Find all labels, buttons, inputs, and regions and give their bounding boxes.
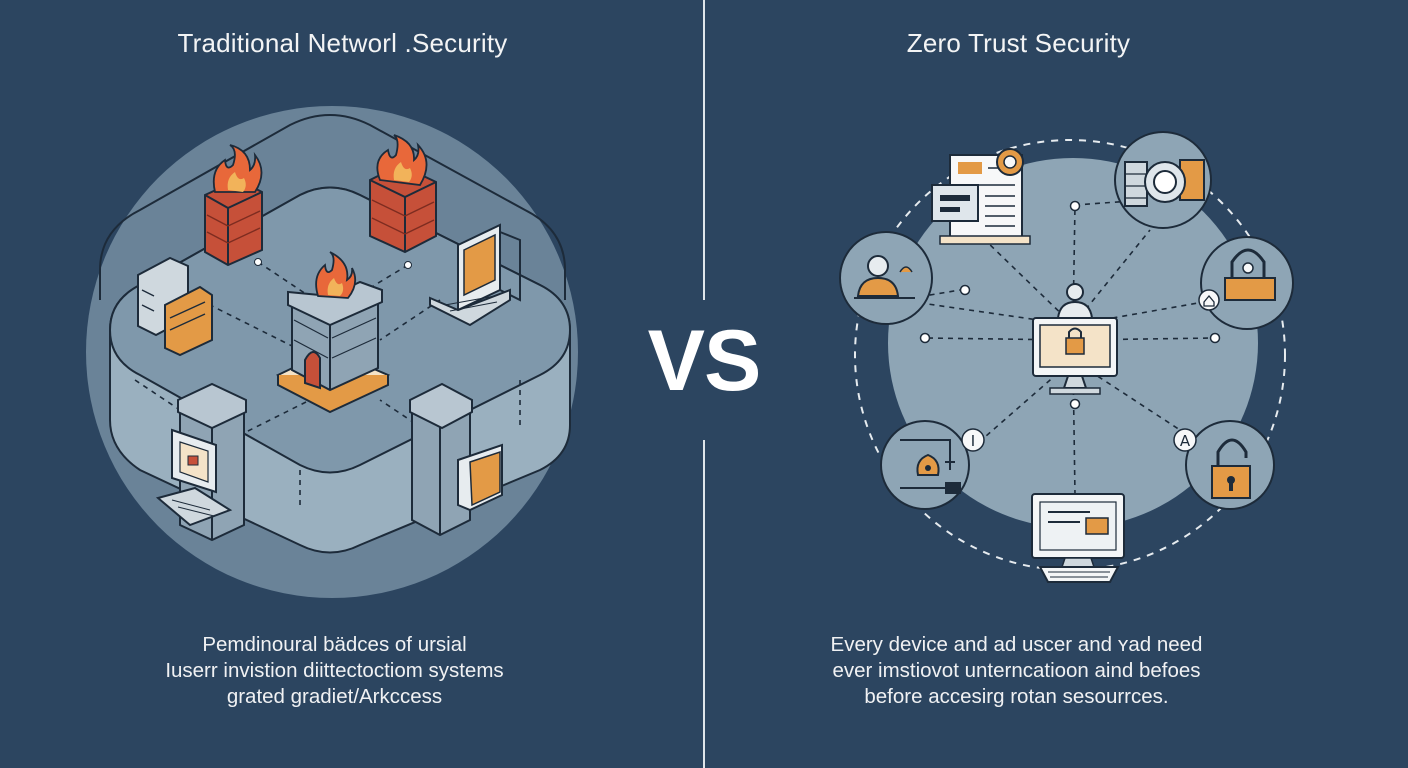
description-line: Pemdinoural bädces of ursial: [202, 633, 467, 656]
description-line: grated gradiet/Arkccess: [226, 685, 443, 708]
traditional-security-description: Pemdinoural bädces of ursial Iuserr invi…: [0, 632, 686, 710]
firewall-icon: [204, 144, 263, 267]
description-line: Iuserr invistion diittectoctiom systems: [165, 659, 504, 682]
document-icon: [931, 148, 1031, 245]
user-node-icon: [839, 231, 933, 325]
description-line: Every device and ad uscer and ʏad need: [830, 633, 1203, 656]
monitor-icon: [1031, 493, 1125, 583]
traditional-security-title: Traditional Networl .Security: [177, 28, 508, 58]
laptop-icon: [429, 223, 521, 327]
divider-bottom: [703, 440, 705, 768]
firewall-icon: [369, 134, 437, 254]
server-icon: [137, 256, 213, 357]
description-line: ever imstiovot unterncatioon aind befoes: [832, 659, 1201, 682]
perimeter-network-illustration: [86, 106, 578, 598]
divider-top: [703, 0, 705, 300]
node-badge: A: [1180, 432, 1191, 450]
vs-label: VS: [647, 313, 762, 409]
padlock-node-icon: A: [1173, 420, 1275, 510]
castle-tower-icon: [275, 251, 391, 414]
zero-trust-description: Every device and ad uscer and ʏad need e…: [665, 632, 1368, 710]
zero-trust-panel: Zero Trust Security Every device and ad …: [705, 0, 1408, 768]
lock-node-icon: [1198, 236, 1294, 330]
camera-node-icon: [1114, 131, 1212, 229]
access-lock-node-icon: I: [880, 420, 985, 510]
desktop-computer-icon: [155, 428, 233, 527]
zero-trust-illustration: I A: [839, 131, 1294, 583]
description-line: before accesirg rotan sesourrces.: [864, 685, 1169, 708]
central-workstation-icon: [1032, 283, 1118, 395]
outer-shield: [99, 114, 566, 300]
gate-tower-icon: [409, 382, 503, 537]
node-badge: I: [971, 432, 975, 450]
zero-trust-title: Zero Trust Security: [906, 28, 1131, 58]
traditional-security-panel: Traditional Networl .Security Pemdinoura…: [0, 0, 703, 768]
